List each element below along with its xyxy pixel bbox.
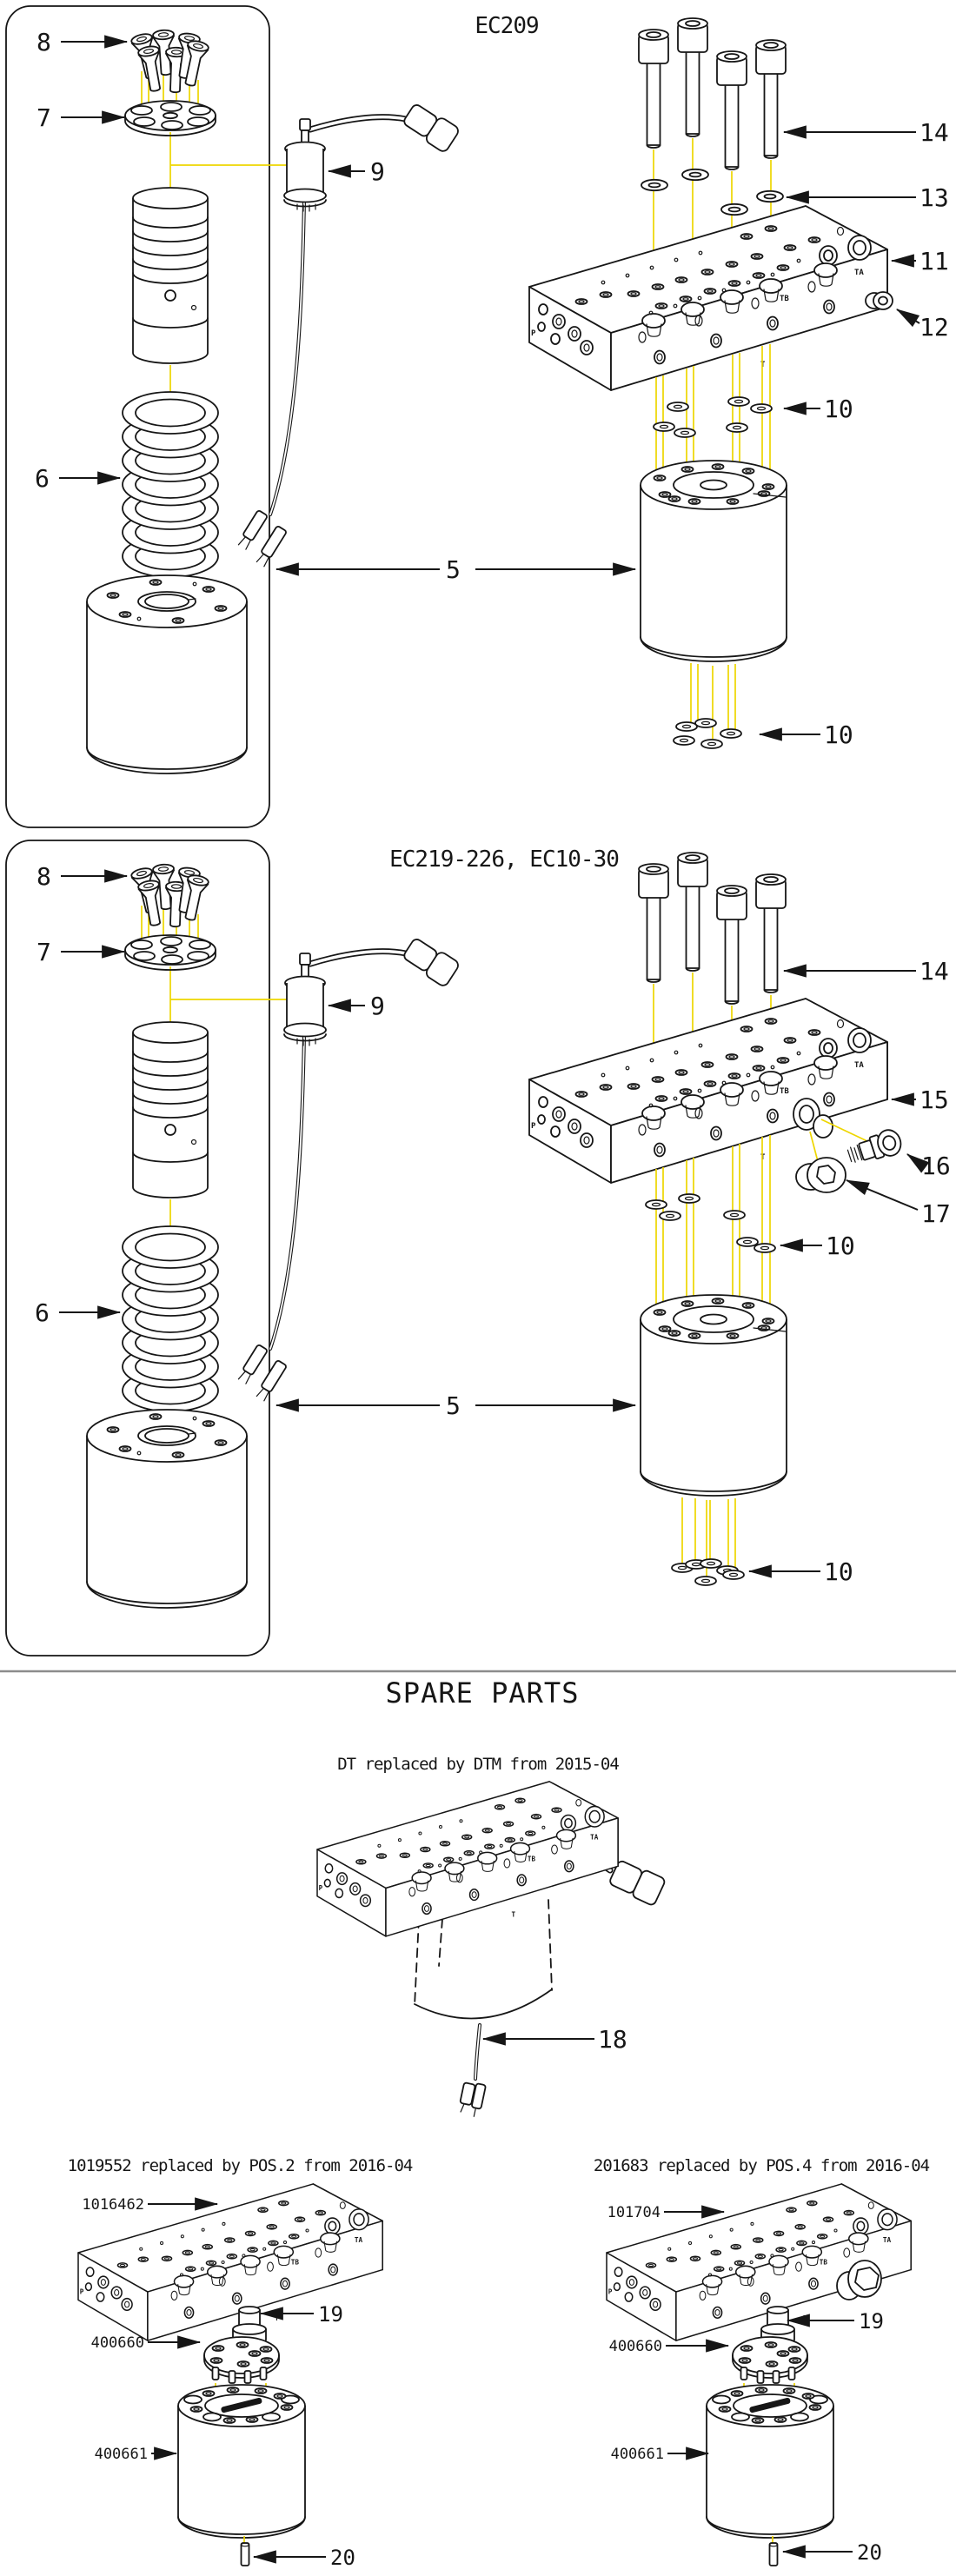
dtm-replacement-note: DT replaced by DTM from 2015-04: [337, 1755, 619, 1774]
o-rings-lower: [671, 1558, 745, 1586]
cartridge-valve-16: [846, 1129, 902, 1163]
washer-row: [641, 168, 784, 216]
dtm-valve-block: [317, 1782, 618, 1936]
leader-17: [845, 1179, 919, 1211]
callout-6: 6: [35, 464, 50, 493]
coupling-disc-400660: [204, 2337, 279, 2383]
cylinder-400661: [178, 2385, 305, 2538]
rotor-cylinder: [641, 1295, 787, 1496]
section2-frame: [5, 840, 270, 1656]
o-rings-lower: [673, 718, 742, 749]
block-port: [813, 1114, 833, 1139]
pin-20: [768, 2542, 779, 2566]
callout-20: 20: [857, 2540, 882, 2565]
spare-left-note: 1019552 replaced by POS.2 from 2016-04: [68, 2156, 413, 2175]
callout-8: 8: [37, 28, 51, 56]
leader-16: [906, 1153, 930, 1173]
callout-11: 11: [919, 247, 949, 276]
callout-10: 10: [826, 1232, 855, 1260]
callout-5: 5: [446, 555, 461, 584]
bolt-set: [639, 853, 786, 1004]
leader-12: [896, 309, 920, 328]
dtm-assembly: [317, 1782, 666, 2117]
callout-12: 12: [919, 313, 949, 342]
partnumber-400660: 400660: [609, 2338, 662, 2355]
spare-parts-heading: SPARE PARTS: [386, 1676, 580, 1710]
callout-10: 10: [824, 395, 853, 423]
pin-20: [240, 2542, 250, 2566]
spare-group-right: 201683 replaced by POS.4 from 2016-04 10…: [594, 2156, 931, 2566]
hex-plug: [836, 2260, 882, 2300]
valve-block-11: [529, 206, 887, 390]
plug-12: [865, 291, 893, 310]
callout-13: 13: [919, 183, 949, 212]
callout-14: 14: [919, 957, 949, 986]
partnumber-400660: 400660: [91, 2334, 144, 2352]
callout-20: 20: [330, 2546, 355, 2570]
section1-title: EC209: [475, 13, 538, 39]
plug-17: [795, 1157, 846, 1193]
callout-5: 5: [446, 1391, 461, 1420]
callout-19: 19: [859, 2309, 884, 2334]
callout-16: 16: [921, 1152, 951, 1180]
section-ec209: EC209 8 7: [5, 5, 949, 828]
callout-18: 18: [598, 2025, 627, 2054]
spare-group-left: 1019552 replaced by POS.2 from 2016-04 1…: [68, 2156, 414, 2570]
callout-6: 6: [35, 1298, 50, 1327]
callout-7: 7: [37, 103, 51, 132]
block-port-inner: [799, 1105, 814, 1124]
callout-14: 14: [919, 118, 949, 147]
block-port: [793, 1098, 820, 1131]
cylinder-400661: [707, 2385, 833, 2538]
section2-title: EC219-226, EC10-30: [389, 846, 619, 873]
callout-15: 15: [919, 1086, 949, 1114]
callout-8: 8: [37, 862, 51, 891]
rotor-cylinder: [641, 461, 787, 661]
partnumber-400661: 400661: [95, 2446, 148, 2463]
section1-frame: [5, 5, 270, 828]
valve-block-15: [529, 999, 887, 1183]
o-rings-upper: [645, 1193, 776, 1253]
callout-17: 17: [921, 1199, 951, 1228]
callout-9: 9: [370, 157, 385, 186]
bolt-set: [639, 18, 786, 169]
o-rings-upper: [653, 396, 773, 438]
spare-parts-section: SPARE PARTS DT replaced by DTM from 2015…: [0, 1670, 956, 2570]
callout-10: 10: [824, 720, 853, 749]
callout-19: 19: [318, 2302, 343, 2327]
partnumber-101704: 101704: [607, 2204, 661, 2221]
coupling-disc-400660: [733, 2337, 807, 2383]
callout-7: 7: [37, 938, 51, 966]
spare-right-note: 201683 replaced by POS.4 from 2016-04: [594, 2156, 930, 2175]
callout-9: 9: [370, 992, 385, 1020]
callout-10: 10: [824, 1557, 853, 1586]
motor-assembly: [87, 864, 461, 1608]
partnumber-400661: 400661: [611, 2446, 664, 2463]
section-ec219: EC219-226, EC10-30: [5, 840, 951, 1656]
motor-assembly: [87, 30, 461, 773]
partnumber-1016462: 1016462: [82, 2196, 144, 2214]
